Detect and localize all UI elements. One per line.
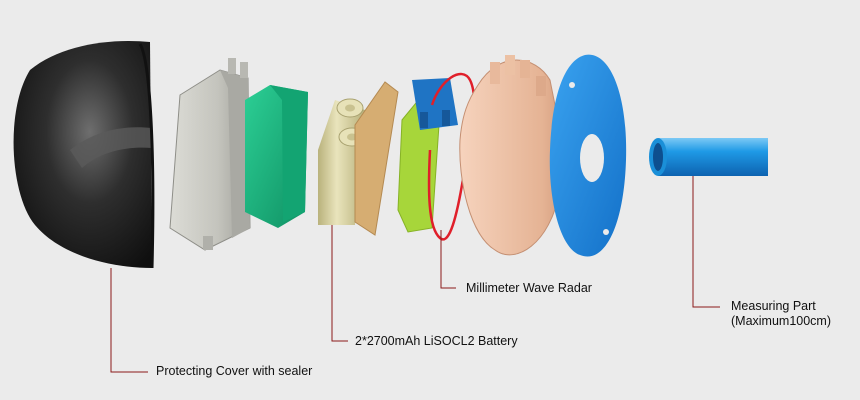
housing: [169, 58, 251, 251]
red-wire: [427, 72, 476, 241]
label-protecting-cover: Protecting Cover with sealer: [156, 364, 313, 378]
tan-board: [354, 81, 399, 236]
leader-line-radar: [440, 230, 456, 289]
green-block: [245, 85, 308, 228]
protecting-cover: [13, 40, 155, 269]
leader-lines: [110, 176, 720, 373]
label-measuring-range: (Maximum100cm): [731, 314, 832, 328]
blue-flange: [549, 54, 627, 257]
battery-pack: [318, 98, 366, 225]
leader-line-cover: [110, 268, 148, 373]
leader-line-measuring: [692, 176, 720, 308]
leader-line-battery: [331, 225, 348, 342]
label-battery: 2*2700mAh LiSOCL2 Battery: [355, 334, 518, 348]
label-measuring-part: Measuring Part: [731, 299, 816, 313]
label-radar: Millimeter Wave Radar: [466, 281, 592, 295]
measuring-tube: [649, 138, 768, 176]
radar-module: [412, 78, 458, 130]
